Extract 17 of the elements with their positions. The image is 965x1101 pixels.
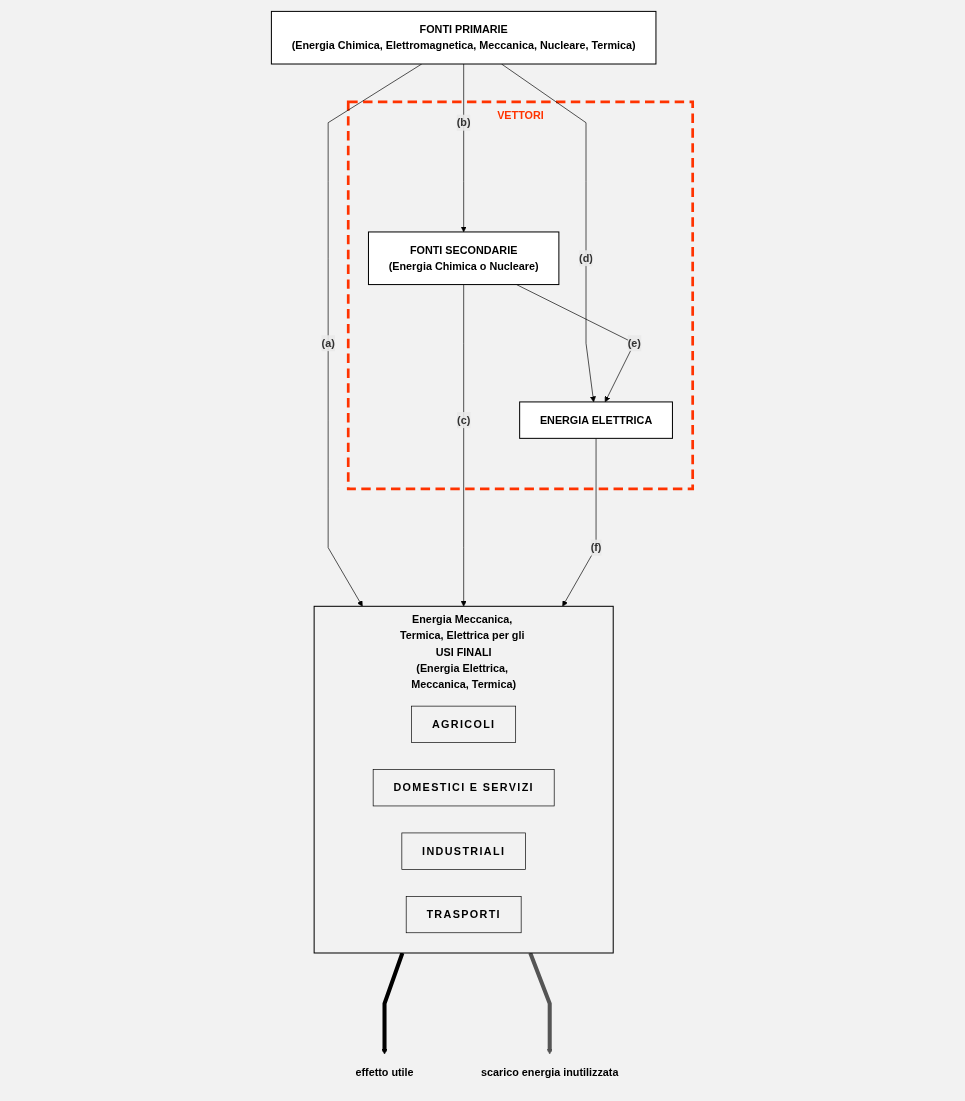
node-box: TRASPORTI: [406, 895, 522, 933]
edge-label: (a): [322, 336, 336, 349]
node-text: scarico energia inutilizzata: [481, 1065, 619, 1078]
edge-label: (d): [579, 251, 594, 264]
node-box: ENERGIA ELETTRICA: [519, 400, 674, 439]
node-box: FONTI PRIMARIE (Energia Chimica, Elettromagnetica, Meccanica, Nucleare, Termica): [271, 10, 657, 64]
node-box: INDUSTRIALI: [401, 832, 527, 870]
edge-label: (e): [628, 336, 642, 349]
edge-label: (f): [591, 541, 602, 553]
node-box: FONTI SECONDARIE (Energia Chimica o Nucleare): [368, 230, 560, 285]
node-box: AGRICOLI: [411, 705, 517, 743]
arrow: [528, 951, 554, 1054]
arrow: [382, 951, 405, 1054]
node-box: DOMESTICI E SERVIZI: [373, 768, 555, 806]
edge-label: (c): [457, 413, 471, 426]
node-text: effetto utile: [355, 1065, 415, 1078]
edge-label: (b): [457, 116, 472, 128]
